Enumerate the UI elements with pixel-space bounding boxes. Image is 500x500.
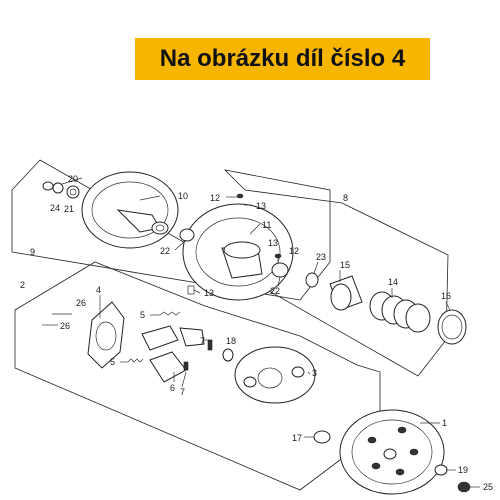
callout-13-mid: 13 xyxy=(268,238,278,248)
callout-1: 1 xyxy=(442,418,447,428)
ring-set-part-14 xyxy=(369,291,431,333)
callout-23: 23 xyxy=(316,252,326,262)
outer-ring-part-16-inner xyxy=(441,314,463,340)
leader-lines xyxy=(42,177,480,488)
bolt-part-12-top xyxy=(236,193,244,199)
callout-13-top: 13 xyxy=(256,201,266,211)
callout-22-left: 22 xyxy=(160,246,170,256)
banner-title: Na obrázku díl číslo 4 xyxy=(159,45,406,72)
assembly-frame-2 xyxy=(14,261,381,491)
title-banner: Na obrázku díl číslo 4 xyxy=(135,38,430,80)
callout-11: 11 xyxy=(262,220,271,230)
washer-part-19 xyxy=(434,464,448,476)
callout-15: 15 xyxy=(340,260,350,270)
callout-13-bottom: 13 xyxy=(204,288,214,298)
callout-6: 6 xyxy=(170,383,175,393)
callout-7-top: 7 xyxy=(200,336,205,346)
callout-5-top: 5 xyxy=(140,310,145,320)
ring-part-23 xyxy=(305,272,319,288)
callout-2: 2 xyxy=(20,280,25,290)
o-ring-part-22-right xyxy=(271,262,289,278)
callout-18: 18 xyxy=(226,336,236,346)
pulley-face-part-10 xyxy=(81,171,179,249)
spring-part-5-top xyxy=(159,311,181,316)
callout-7-bottom: 7 xyxy=(180,387,185,397)
callout-16: 16 xyxy=(441,291,451,301)
callout-17: 17 xyxy=(292,433,302,443)
callout-21: 21 xyxy=(64,204,74,214)
callout-9: 9 xyxy=(30,247,35,257)
callout-5-bottom: 5 xyxy=(110,357,115,367)
clip-part-13 xyxy=(187,285,195,295)
callout-26-top: 26 xyxy=(76,298,86,308)
clutch-bell-part-1 xyxy=(339,409,445,495)
callout-14: 14 xyxy=(388,277,398,287)
washer-part-18 xyxy=(222,348,234,362)
o-ring-part-22-left xyxy=(179,228,195,242)
callout-8: 8 xyxy=(343,193,348,203)
clutch-plate-part-3 xyxy=(234,346,316,404)
callout-22-right: 22 xyxy=(270,286,280,296)
movable-drive-face-part-11 xyxy=(182,203,294,301)
pin-part-7-top xyxy=(207,339,213,351)
pin-part-7-bottom xyxy=(183,361,189,371)
callout-10: 10 xyxy=(178,191,188,201)
callout-20: 20 xyxy=(68,174,78,184)
callout-12-top: 12 xyxy=(210,193,220,203)
callout-24: 24 xyxy=(50,203,60,213)
callout-12-mid: 12 xyxy=(289,246,299,256)
nut-part-25 xyxy=(457,481,471,493)
callout-25: 25 xyxy=(483,482,493,492)
plate-part-4 xyxy=(87,301,125,369)
callout-19: 19 xyxy=(458,465,468,475)
clutch-shoe-part-6 xyxy=(141,325,205,383)
nut-washer-parts-20-24-21 xyxy=(42,181,80,199)
spring-part-5-bottom xyxy=(127,358,144,363)
ring-part-17 xyxy=(313,430,331,444)
callout-26-bottom: 26 xyxy=(60,321,70,331)
callout-4: 4 xyxy=(96,285,101,295)
sleeve-part-15 xyxy=(329,275,363,311)
callout-3: 3 xyxy=(312,368,317,378)
